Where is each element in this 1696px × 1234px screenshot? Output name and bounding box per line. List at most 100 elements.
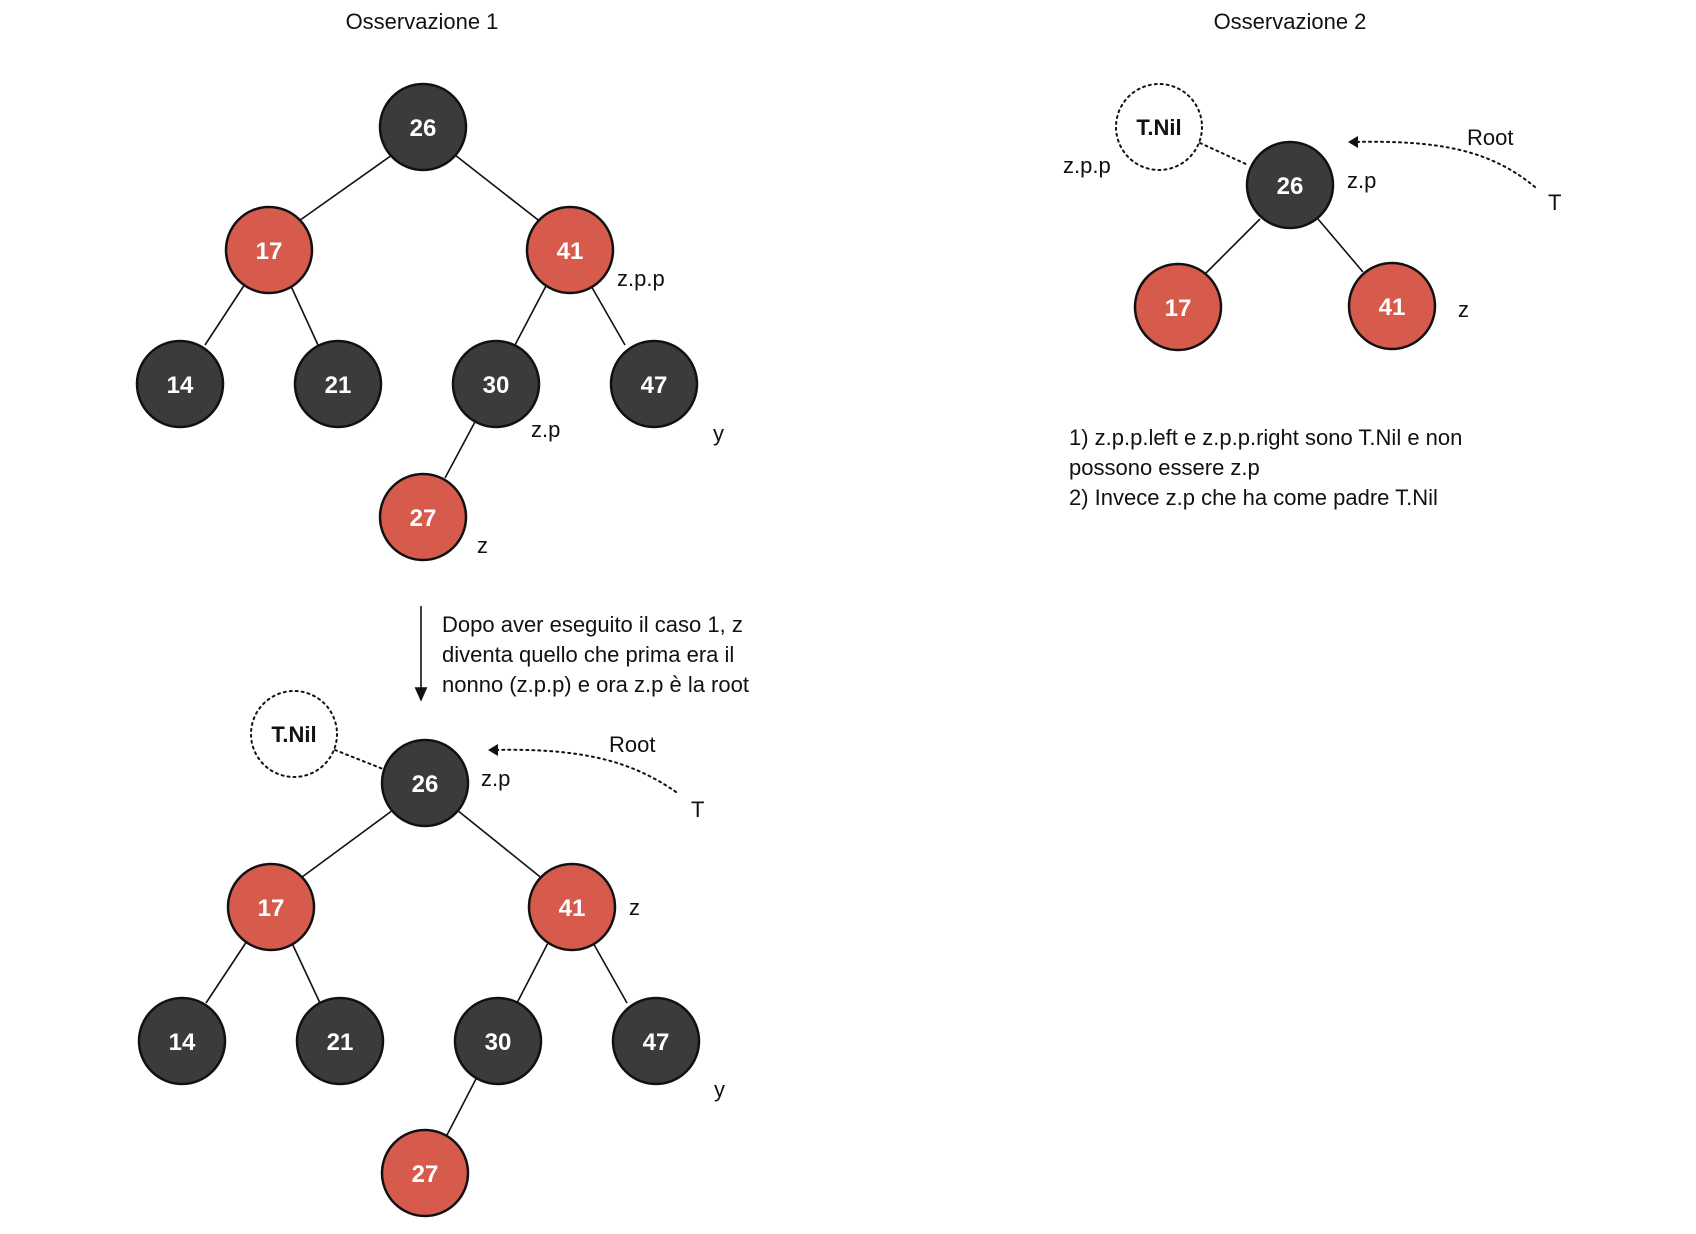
tree-node: 17 (224, 205, 314, 295)
node-black (453, 996, 543, 1086)
node-value: 27 (412, 1161, 439, 1188)
root-pointer-arrowhead (488, 744, 498, 756)
node-red (1133, 262, 1223, 352)
node-value: 26 (412, 771, 439, 798)
note-line-1: 1) z.p.p.left e z.p.p.right sono T.Nil e… (1069, 425, 1462, 450)
tree-node: 27 (378, 472, 468, 562)
tree-node: 26 (380, 738, 470, 828)
label-z: z (477, 533, 488, 558)
tree-node: 30 (453, 996, 543, 1086)
edge-17-14 (204, 283, 246, 346)
node-black (295, 996, 385, 1086)
node-value: 17 (258, 895, 285, 922)
node-value: 14 (167, 372, 194, 399)
edge-41-47 (591, 940, 628, 1004)
obs2-title: Osservazione 2 (1214, 9, 1367, 34)
obs1-top-tree-edges (204, 154, 626, 479)
tree-node: 21 (293, 339, 383, 429)
nil-label: T.Nil (1136, 115, 1181, 140)
node-black (609, 339, 699, 429)
tree-node: 41 (527, 862, 617, 952)
edge-17-21 (290, 940, 321, 1004)
obs2-notes: 1) z.p.p.left e z.p.p.right sono T.Nil e… (1069, 425, 1462, 510)
edge-17-14 (205, 940, 248, 1004)
label-z: z (1458, 297, 1469, 322)
nil-label: T.Nil (271, 722, 316, 747)
edge-41-30 (516, 940, 550, 1004)
label-zp: z.p (531, 417, 560, 442)
node-value: 17 (256, 238, 283, 265)
nil-node (250, 690, 338, 778)
tree-node: 14 (135, 339, 225, 429)
edge-41-30 (514, 283, 548, 346)
node-black (135, 339, 225, 429)
tree-node: 17 (226, 862, 316, 952)
nil-parent-link (334, 749, 384, 770)
label-t: T (691, 797, 704, 822)
root-pointer-arrow (491, 748, 677, 793)
node-value: 14 (169, 1029, 196, 1056)
node-black (378, 82, 468, 172)
node-red (224, 205, 314, 295)
node-black (451, 339, 541, 429)
node-red (1347, 261, 1437, 351)
node-red (378, 472, 468, 562)
node-value: 41 (559, 895, 586, 922)
tree-node: 41 (1347, 261, 1437, 351)
transition-line-1: Dopo aver eseguito il caso 1, z (442, 612, 743, 637)
transition-line-3: nonno (z.p.p) e ora z.p è la root (442, 672, 749, 697)
label-t: T (1548, 190, 1561, 215)
root-pointer-arrow (1351, 140, 1536, 188)
edge-26-41 (456, 809, 545, 881)
node-value: 30 (483, 372, 510, 399)
label-zp: z.p (481, 766, 510, 791)
node-red (226, 862, 316, 952)
node-value: 17 (1165, 295, 1192, 322)
node-value: 21 (325, 372, 352, 399)
root-pointer-arrowhead (1348, 136, 1358, 148)
node-black (293, 339, 383, 429)
node-red (525, 205, 615, 295)
label-z: z (629, 895, 640, 920)
tree-node: 41 (525, 205, 615, 295)
tree-node: 26 (378, 82, 468, 172)
node-value: 27 (410, 505, 437, 532)
node-value: 26 (1277, 173, 1304, 200)
nil-node (1115, 83, 1203, 171)
edge-26-41 (1317, 218, 1364, 273)
node-value: 30 (485, 1029, 512, 1056)
node-value: 41 (1379, 294, 1406, 321)
obs1-title: Osservazione 1 (346, 9, 499, 34)
label-y: y (713, 421, 724, 446)
tree-node: 47 (611, 996, 701, 1086)
node-black (137, 996, 227, 1086)
label-zp: z.p (1347, 168, 1376, 193)
node-red (380, 1128, 470, 1218)
node-black (380, 738, 470, 828)
tree-node: 30 (451, 339, 541, 429)
edge-41-47 (589, 283, 626, 346)
node-value: 47 (641, 372, 668, 399)
label-y: y (714, 1077, 725, 1102)
tree-node: 27 (380, 1128, 470, 1218)
note-line-3: 2) Invece z.p che ha come padre T.Nil (1069, 485, 1438, 510)
obs1-top-tree-nodes: 26 17 41 14 21 30 47 27 (135, 82, 699, 562)
node-black (611, 996, 701, 1086)
label-root: Root (1467, 125, 1513, 150)
edge-26-41 (454, 154, 543, 224)
tree-node: 14 (137, 996, 227, 1086)
edge-26-17 (295, 154, 393, 224)
node-red (527, 862, 617, 952)
transition-line-2: diventa quello che prima era il (442, 642, 734, 667)
obs1-bottom-tree: T.Nil Root T 26 17 41 14 (137, 690, 725, 1218)
edge-26-17 (1204, 218, 1261, 275)
node-value: 21 (327, 1029, 354, 1056)
nil-parent-link (1199, 142, 1249, 166)
node-value: 41 (557, 238, 584, 265)
label-zpp: z.p.p (617, 266, 665, 291)
obs2-tree: T.Nil z.p.p Root T 26 17 41 z.p z (1063, 83, 1561, 352)
edge-30-27 (444, 419, 477, 479)
edge-26-17 (297, 809, 394, 881)
node-value: 26 (410, 115, 437, 142)
